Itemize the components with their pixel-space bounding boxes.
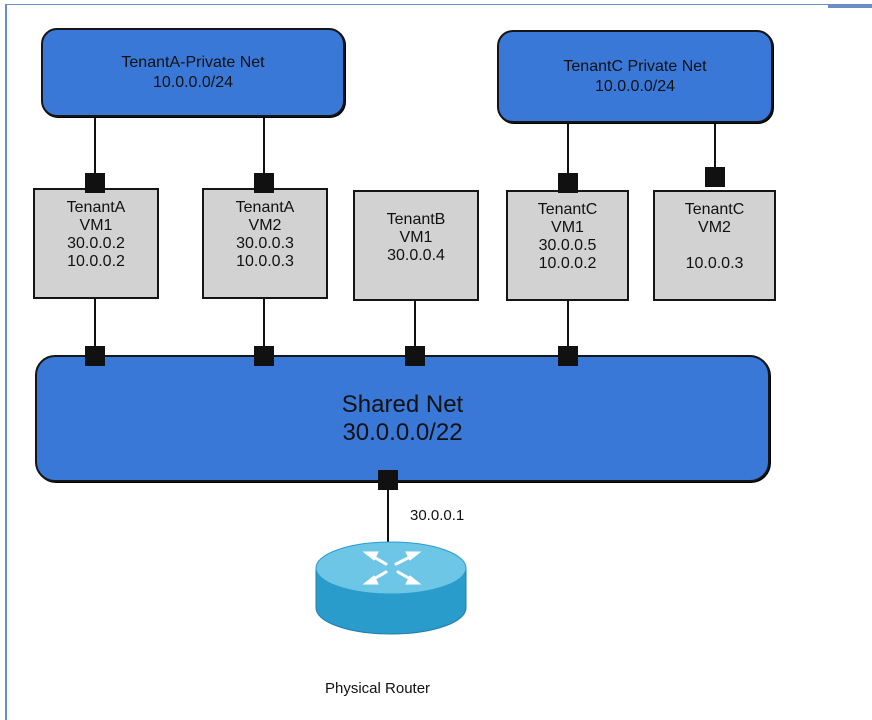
vm-tenantb-vm1: TenantB VM1 30.0.0.4 [353, 190, 479, 301]
vm-ip-shared: 30.0.0.2 [67, 235, 125, 252]
link-vm-c1-shared [567, 299, 569, 357]
port-vm-c1-private [558, 173, 578, 193]
port-vm-c1-shared [558, 346, 578, 366]
vm-name: VM1 [79, 217, 113, 234]
link-vm-a1-shared [94, 297, 96, 357]
vm-name: VM1 [551, 219, 584, 236]
link-tenanta-net-vm2 [263, 115, 265, 183]
shared-net: Shared Net 30.0.0.0/22 [35, 355, 770, 482]
port-vm-a1-private [85, 173, 105, 193]
link-tenanta-net-vm1 [94, 115, 96, 183]
network-name: TenantC Private Net [563, 57, 707, 75]
vm-ip-private: 10.0.0.2 [538, 255, 597, 272]
vm-ip-shared [655, 237, 774, 255]
vm-tenantc-vm1: TenantC VM1 30.0.0.5 10.0.0.2 [506, 190, 629, 301]
vm-name: VM1 [399, 229, 433, 246]
vm-ip-private: 10.0.0.3 [236, 253, 294, 270]
network-cidr: 30.0.0.0/22 [342, 418, 463, 446]
vm-ip-shared: 30.0.0.5 [538, 237, 597, 254]
link-tenantc-net-vm2 [714, 122, 716, 175]
vm-tenanta-vm1: TenantA VM1 30.0.0.2 10.0.0.2 [33, 188, 159, 299]
network-cidr: 10.0.0.0/24 [594, 77, 676, 95]
vm-ip-shared: 30.0.0.3 [236, 235, 294, 252]
link-vm-a2-shared [263, 297, 265, 357]
vm-tenantc-vm2: TenantC VM2 10.0.0.3 [653, 190, 776, 301]
vm-tenant: TenantC [684, 201, 745, 218]
port-router-shared [378, 470, 398, 490]
vm-tenant: TenantB [386, 211, 446, 228]
router-icon [315, 541, 467, 635]
frame-border-top [5, 4, 828, 5]
port-vm-a2-shared [254, 346, 274, 366]
vm-tenant: TenantA [235, 199, 295, 216]
port-vm-a1-shared [85, 346, 105, 366]
router-label: Physical Router [325, 680, 431, 697]
tenanta-private-net: TenantA-Private Net 10.0.0.0/24 [41, 28, 345, 117]
vm-name: VM2 [248, 217, 282, 234]
vm-tenant: TenantC [537, 201, 598, 218]
vm-tenanta-vm2: TenantA VM2 30.0.0.3 10.0.0.3 [202, 188, 328, 299]
tenantc-private-net: TenantC Private Net 10.0.0.0/24 [497, 30, 773, 123]
link-shared-router [387, 480, 389, 547]
network-cidr: 10.0.0.0/24 [152, 73, 234, 91]
network-name: TenantA-Private Net [121, 53, 265, 71]
port-vm-a2-private [254, 173, 274, 193]
vm-tenant: TenantA [66, 199, 126, 216]
link-tenantc-net-vm1 [567, 122, 569, 183]
vm-name: VM2 [698, 219, 731, 236]
vm-ip-private: 10.0.0.3 [685, 255, 744, 272]
port-vm-c2-private [705, 167, 725, 187]
network-name: Shared Net [341, 390, 464, 418]
link-vm-b1-shared [414, 299, 416, 357]
router-ip-label: 30.0.0.1 [410, 507, 465, 524]
vm-ip-shared: 30.0.0.4 [387, 247, 445, 264]
frame-border-left [5, 4, 7, 720]
frame-border-accent [828, 4, 872, 8]
port-vm-b1-shared [405, 346, 425, 366]
vm-ip-private: 10.0.0.2 [67, 253, 125, 270]
